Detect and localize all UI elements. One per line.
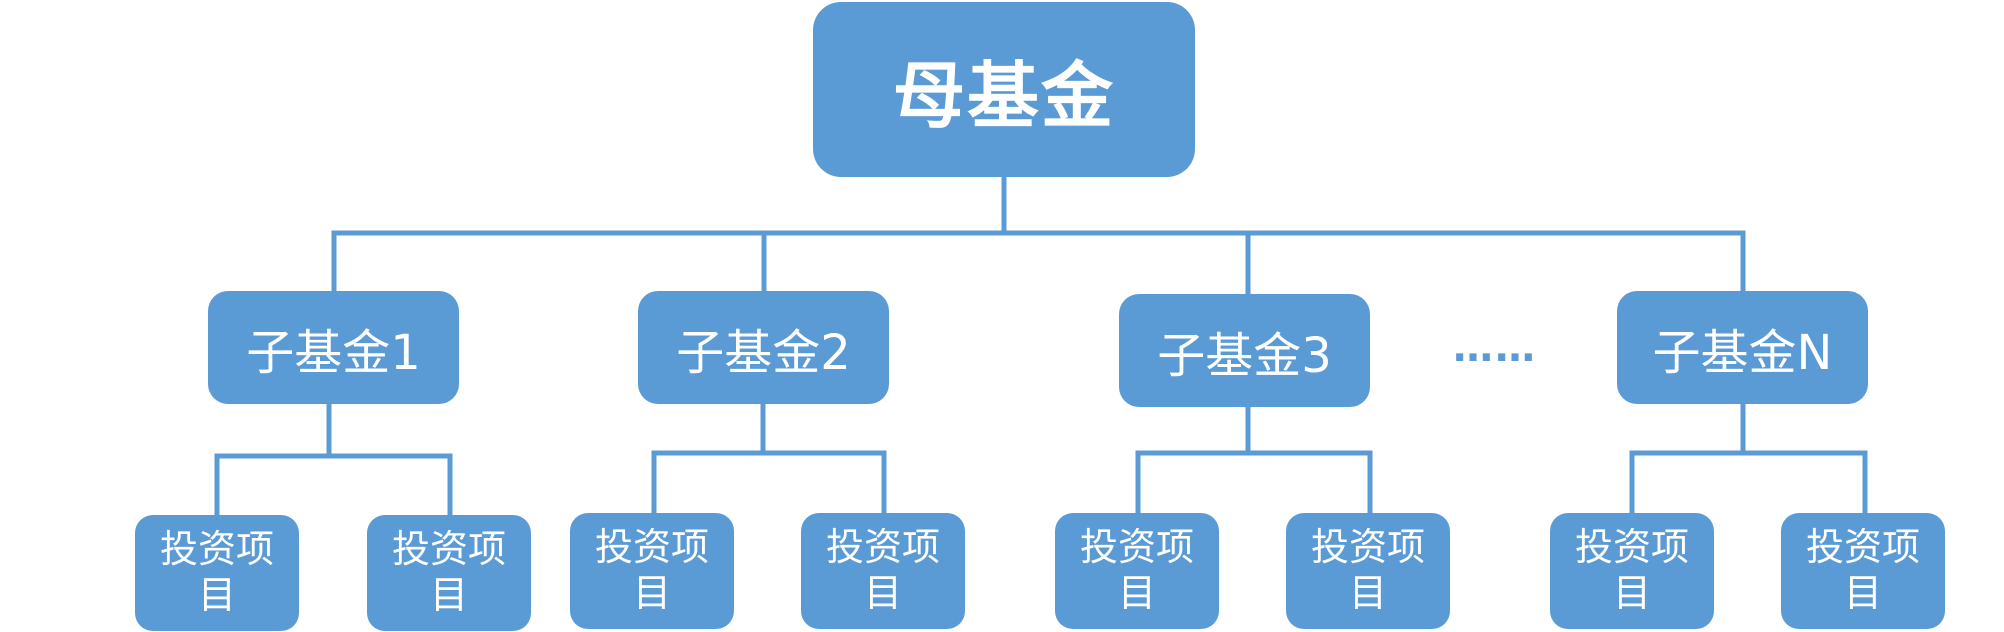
project-node: 投资项目 — [1055, 513, 1219, 629]
project-label: 投资项目 — [594, 525, 709, 615]
project-label: 投资项目 — [1574, 525, 1689, 615]
project-node: 投资项目 — [801, 513, 965, 629]
sub-fund-node-3: 子基金3 — [1119, 294, 1370, 407]
sub-fund-label: 子基金1 — [246, 324, 421, 381]
project-label: 投资项目 — [1805, 525, 1920, 615]
sub-fund-label: 子基金3 — [1157, 327, 1332, 384]
project-label: 投资项目 — [1310, 525, 1425, 615]
project-node: 投资项目 — [1286, 513, 1450, 629]
project-node: 投资项目 — [1781, 513, 1945, 629]
sub-fund-node-1: 子基金1 — [208, 291, 459, 404]
root-node: 母基金 — [813, 2, 1195, 177]
project-node: 投资项目 — [367, 515, 531, 631]
sub-fund-node-2: 子基金2 — [638, 291, 889, 404]
project-label: 投资项目 — [1079, 525, 1194, 615]
sub-fund-node-n: 子基金N — [1617, 291, 1868, 404]
more-sub-funds-ellipsis: …… — [1453, 325, 1537, 371]
sub-fund-label: 子基金N — [1652, 324, 1833, 381]
root-label: 母基金 — [892, 54, 1115, 138]
project-node: 投资项目 — [570, 513, 734, 629]
sub-fund-label: 子基金2 — [676, 324, 851, 381]
project-node: 投资项目 — [1550, 513, 1714, 629]
project-label: 投资项目 — [159, 527, 274, 617]
project-label: 投资项目 — [825, 525, 940, 615]
project-node: 投资项目 — [135, 515, 299, 631]
project-label: 投资项目 — [391, 527, 506, 617]
